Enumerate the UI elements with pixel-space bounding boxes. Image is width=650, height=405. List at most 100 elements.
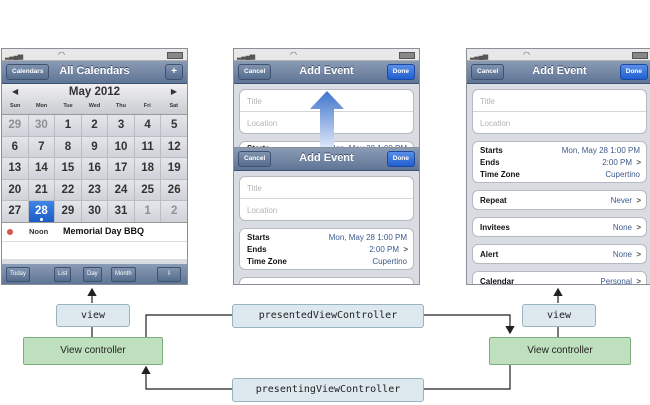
calendars-button[interactable]: Calendars	[6, 64, 50, 80]
day-number: 22	[61, 183, 75, 196]
battery-icon	[632, 52, 648, 59]
day-cell[interactable]: 25	[134, 179, 161, 200]
title-field[interactable]: Title	[473, 90, 646, 112]
location-field[interactable]: Location	[240, 199, 413, 220]
chevron-right-icon: >	[403, 245, 408, 254]
today-button[interactable]: Today	[6, 267, 31, 282]
repeat-group[interactable]: Repeat Never >	[472, 190, 647, 210]
next-month-icon[interactable]: ▶	[170, 87, 177, 96]
calendar-group[interactable]: Calendar Personal >	[472, 271, 647, 285]
day-cell[interactable]: 11	[134, 136, 161, 157]
presented-view-controller-box: presentedViewController	[232, 304, 424, 328]
day-cell[interactable]: 2	[81, 115, 108, 136]
modal-form: Title Location Starts Mon, May 28 1:00 P…	[234, 171, 419, 284]
day-cell[interactable]: 5	[161, 115, 187, 136]
alert-group[interactable]: Alert None >	[472, 244, 647, 264]
right-view-box: view	[522, 304, 596, 327]
wifi-icon: ◠	[290, 50, 297, 59]
day-cell[interactable]: 20	[2, 179, 28, 200]
transition-screen: ▂▃▄▅ ◠ Cancel Add Event Done Title Locat…	[233, 48, 420, 285]
list-button[interactable]: List	[54, 267, 72, 282]
day-cell[interactable]: 17	[108, 158, 134, 179]
day-cell[interactable]: 1	[55, 115, 81, 136]
repeat-group-partial[interactable]: Repeat Never >	[239, 277, 414, 284]
day-cell[interactable]: 16	[81, 158, 108, 179]
calendar-row[interactable]: Calendar Personal >	[473, 272, 646, 285]
cancel-button[interactable]: Cancel	[471, 64, 505, 80]
day-cell[interactable]: 21	[28, 179, 55, 200]
cancel-button[interactable]: Cancel	[238, 151, 272, 167]
date-group[interactable]: Starts Mon, May 28 1:00 PM Ends 2:00 PM …	[239, 228, 414, 270]
invitees-row[interactable]: Invitees None >	[473, 218, 646, 236]
repeat-row[interactable]: Repeat Never >	[240, 278, 413, 284]
day-cell[interactable]: 8	[55, 136, 81, 157]
location-field[interactable]: Location	[473, 112, 646, 133]
day-cell[interactable]: 7	[28, 136, 55, 157]
event-row[interactable]: Noon Memorial Day BBQ	[2, 222, 187, 242]
day-number: 24	[114, 183, 128, 196]
day-cell[interactable]: 12	[161, 136, 187, 157]
done-button[interactable]: Done	[619, 64, 648, 80]
invitees-group[interactable]: Invitees None >	[472, 217, 647, 237]
day-cell[interactable]: 30	[81, 201, 108, 222]
prev-month-icon[interactable]: ◀	[12, 87, 19, 96]
date-group[interactable]: Starts Mon, May 28 1:00 PM Ends 2:00 PM …	[472, 141, 647, 183]
day-cell[interactable]: 18	[134, 158, 161, 179]
share-icon[interactable]: ⇩	[157, 267, 181, 282]
day-cell[interactable]: 4	[134, 115, 161, 136]
day-number: 26	[167, 183, 181, 196]
day-cell[interactable]: 1	[134, 201, 161, 222]
day-cell[interactable]: 24	[108, 179, 134, 200]
presented-line-left	[145, 314, 232, 337]
alert-row[interactable]: Alert None >	[473, 245, 646, 263]
day-cell[interactable]: 27	[2, 201, 28, 222]
day-cell[interactable]: 23	[81, 179, 108, 200]
day-cell[interactable]: 31	[108, 201, 134, 222]
event-dot-icon	[7, 228, 13, 235]
day-cell[interactable]: 15	[55, 158, 81, 179]
left-view-controller-box: View controller	[23, 337, 163, 365]
day-cell[interactable]: 3	[108, 115, 134, 136]
calendar-value: Personal	[600, 277, 632, 285]
event-name: Memorial Day BBQ	[63, 225, 145, 236]
status-bar: ▂▃▄▅ ◠	[234, 49, 419, 61]
title-field[interactable]: Title	[240, 177, 413, 199]
timezone-label: Time Zone	[247, 257, 287, 266]
day-cell[interactable]: 30	[28, 115, 55, 136]
day-button[interactable]: Day	[83, 267, 102, 282]
day-cell[interactable]: 2	[161, 201, 187, 222]
done-button[interactable]: Done	[386, 151, 415, 167]
day-number: 30	[34, 119, 48, 131]
day-cell[interactable]: 13	[2, 158, 28, 179]
day-cell[interactable]: 22	[55, 179, 81, 200]
cancel-button[interactable]: Cancel	[238, 64, 272, 80]
modal-navbar: Cancel Add Event Done	[234, 148, 419, 171]
day-cell[interactable]: 19	[161, 158, 187, 179]
repeat-row[interactable]: Repeat Never >	[473, 191, 646, 209]
date-rows[interactable]: Starts Mon, May 28 1:00 PM Ends 2:00 PM …	[240, 229, 413, 269]
day-cell[interactable]: 29	[55, 201, 81, 222]
weekday-label: Mon	[35, 103, 48, 109]
day-cell[interactable]: 29	[2, 115, 28, 136]
day-cell[interactable]: 26	[161, 179, 187, 200]
add-event-title: Add Event	[532, 65, 587, 77]
day-cell[interactable]: 9	[81, 136, 108, 157]
presenting-line-right	[422, 363, 511, 390]
month-button[interactable]: Month	[111, 267, 136, 282]
add-event-button[interactable]: +	[165, 64, 183, 80]
day-cell[interactable]: 6	[2, 136, 28, 157]
day-cell[interactable]: 14	[28, 158, 55, 179]
wifi-icon: ◠	[58, 50, 65, 59]
day-number: 29	[61, 205, 75, 217]
chevron-right-icon: >	[636, 223, 641, 232]
title-placeholder: Title	[480, 97, 495, 106]
day-cell[interactable]: 10	[108, 136, 134, 157]
done-button[interactable]: Done	[386, 64, 415, 80]
event-indicator-icon	[39, 217, 43, 221]
day-cell-selected[interactable]: 28	[28, 201, 55, 222]
day-number: 1	[144, 205, 151, 217]
invitees-label: Invitees	[480, 223, 510, 232]
date-rows[interactable]: Starts Mon, May 28 1:00 PM Ends 2:00 PM …	[473, 142, 646, 182]
location-field[interactable]: Location	[240, 112, 413, 133]
